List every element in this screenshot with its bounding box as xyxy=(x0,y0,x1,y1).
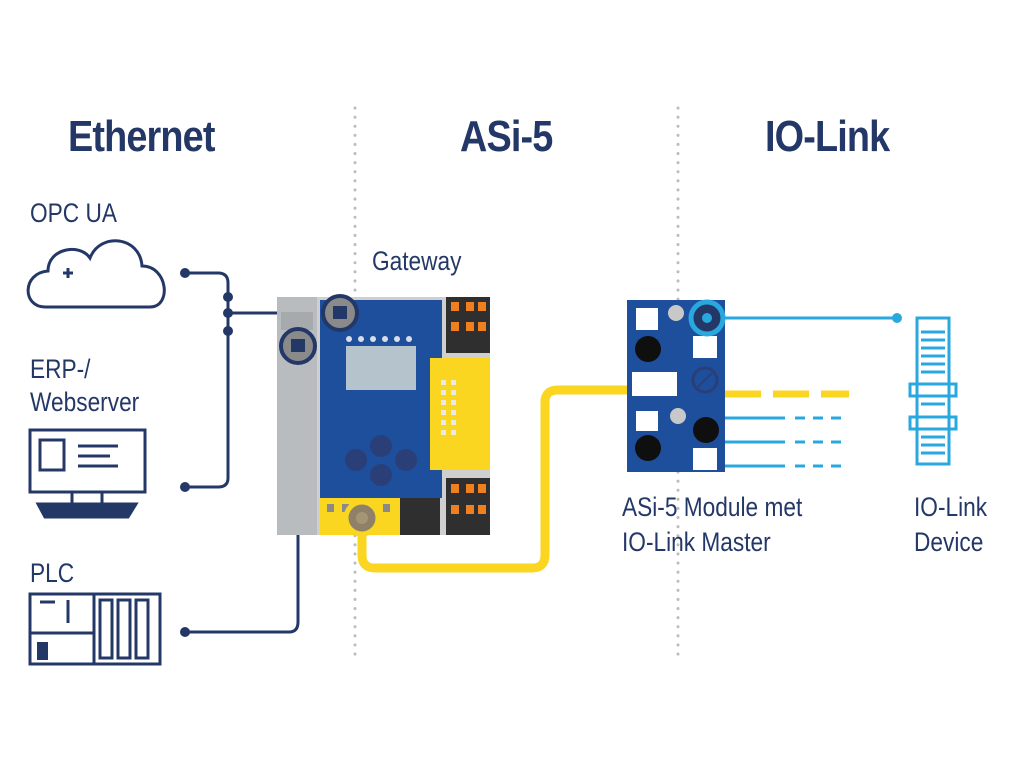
gateway-device xyxy=(277,297,490,535)
label-device-line1: IO-Link xyxy=(914,492,988,522)
header-ethernet: Ethernet xyxy=(68,112,215,161)
label-module-line2: IO-Link Master xyxy=(622,527,771,557)
label-erp-line2: Webserver xyxy=(30,387,140,417)
iolink-lines xyxy=(725,313,902,468)
monitor-icon xyxy=(28,428,147,519)
iolink-device-icon xyxy=(908,316,958,466)
label-opc-ua: OPC UA xyxy=(30,198,117,228)
label-plc: PLC xyxy=(30,558,75,588)
label-gateway: Gateway xyxy=(372,246,462,276)
label-erp-line1: ERP-/ xyxy=(30,354,91,384)
cloud-icon xyxy=(26,239,166,309)
label-module-line1: ASi-5 Module met xyxy=(622,492,803,522)
module-port-iolink xyxy=(688,299,726,337)
gateway-port-ethernet-1 xyxy=(321,294,359,332)
header-iolink: IO-Link xyxy=(765,112,890,161)
plc-icon xyxy=(28,592,162,666)
gateway-buttons xyxy=(345,435,417,486)
label-device-line2: Device xyxy=(914,527,984,557)
gateway-port-ethernet-2 xyxy=(279,327,317,365)
gateway-port-asi5 xyxy=(343,499,381,537)
header-asi5: ASi-5 xyxy=(460,112,553,161)
ethernet-nodes xyxy=(180,268,233,637)
asi5-cable xyxy=(357,385,630,573)
